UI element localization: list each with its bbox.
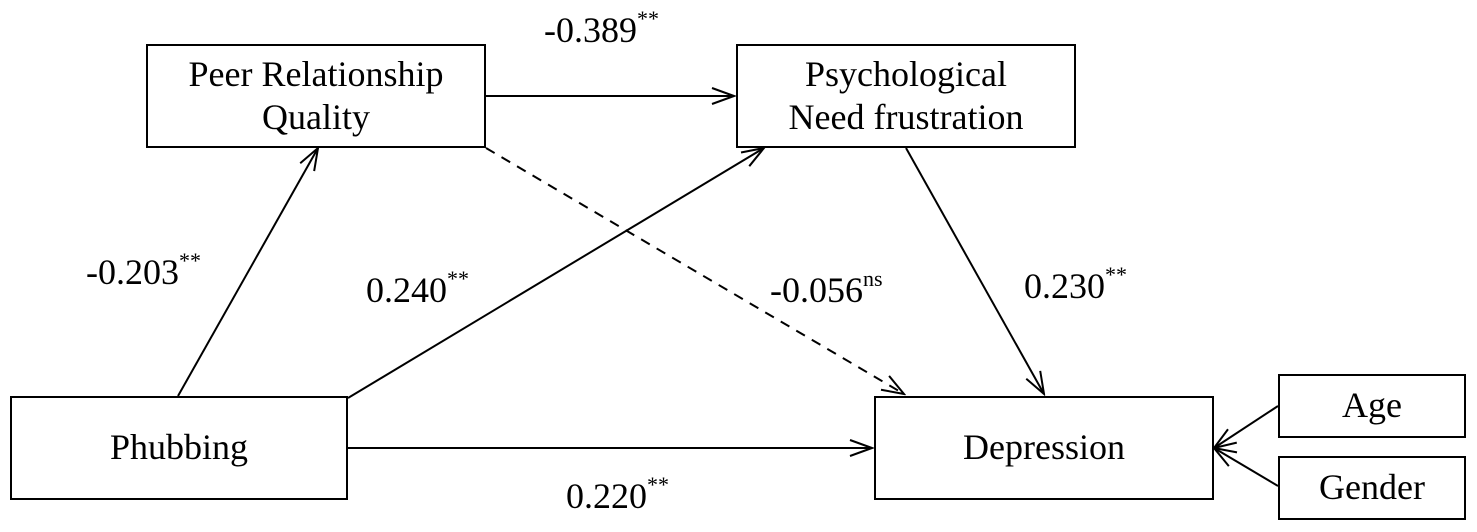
node-phubbing: Phubbing: [10, 396, 348, 500]
arrow-age-to-depression: [1214, 405, 1279, 448]
coef-value: 0.220: [566, 476, 647, 516]
coef-value: 0.240: [366, 270, 447, 310]
node-depression: Depression: [874, 396, 1214, 500]
arrow-peer-to-depression-dashed: [485, 147, 904, 394]
coef-sig: ns: [863, 266, 883, 291]
peer-label-line1: Peer Relationship: [188, 53, 444, 94]
coef-peer-to-psych: -0.389**: [544, 8, 659, 50]
coef-phubbing-to-depression: 0.220**: [566, 474, 669, 516]
coef-sig: **: [447, 266, 469, 291]
coef-phubbing-to-peer: -0.203**: [86, 250, 201, 292]
phubbing-label: Phubbing: [109, 427, 249, 468]
node-psychological-need-frustration: Psychological Need frustration: [736, 44, 1076, 148]
coef-value: -0.203: [86, 252, 179, 292]
arrow-phubbing-to-peer: [177, 148, 318, 397]
node-age: Age: [1278, 374, 1466, 438]
arrow-phubbing-to-psych: [347, 148, 764, 399]
psych-label-line2: Need frustration: [788, 97, 1024, 137]
coef-value: 0.230: [1024, 266, 1105, 306]
age-label: Age: [1342, 385, 1402, 426]
coef-psych-to-depression: 0.230**: [1024, 264, 1127, 306]
node-peer-relationship-quality: Peer Relationship Quality: [146, 44, 486, 148]
node-gender: Gender: [1278, 456, 1466, 520]
arrow-psych-to-depression: [905, 147, 1044, 394]
coef-value: -0.389: [544, 10, 637, 50]
arrow-gender-to-depression: [1214, 448, 1279, 487]
coef-value: -0.056: [770, 270, 863, 310]
coef-sig: **: [647, 472, 669, 497]
coef-phubbing-to-psych: 0.240**: [366, 268, 469, 310]
gender-label: Gender: [1319, 467, 1425, 508]
peer-label-line2: Quality: [262, 97, 370, 137]
psych-label-line1: Psychological: [805, 53, 1007, 94]
coef-sig: **: [637, 6, 659, 31]
depression-label: Depression: [963, 427, 1125, 468]
coef-peer-to-depression: -0.056ns: [770, 268, 883, 310]
coef-sig: **: [1105, 262, 1127, 287]
coef-sig: **: [179, 248, 201, 273]
